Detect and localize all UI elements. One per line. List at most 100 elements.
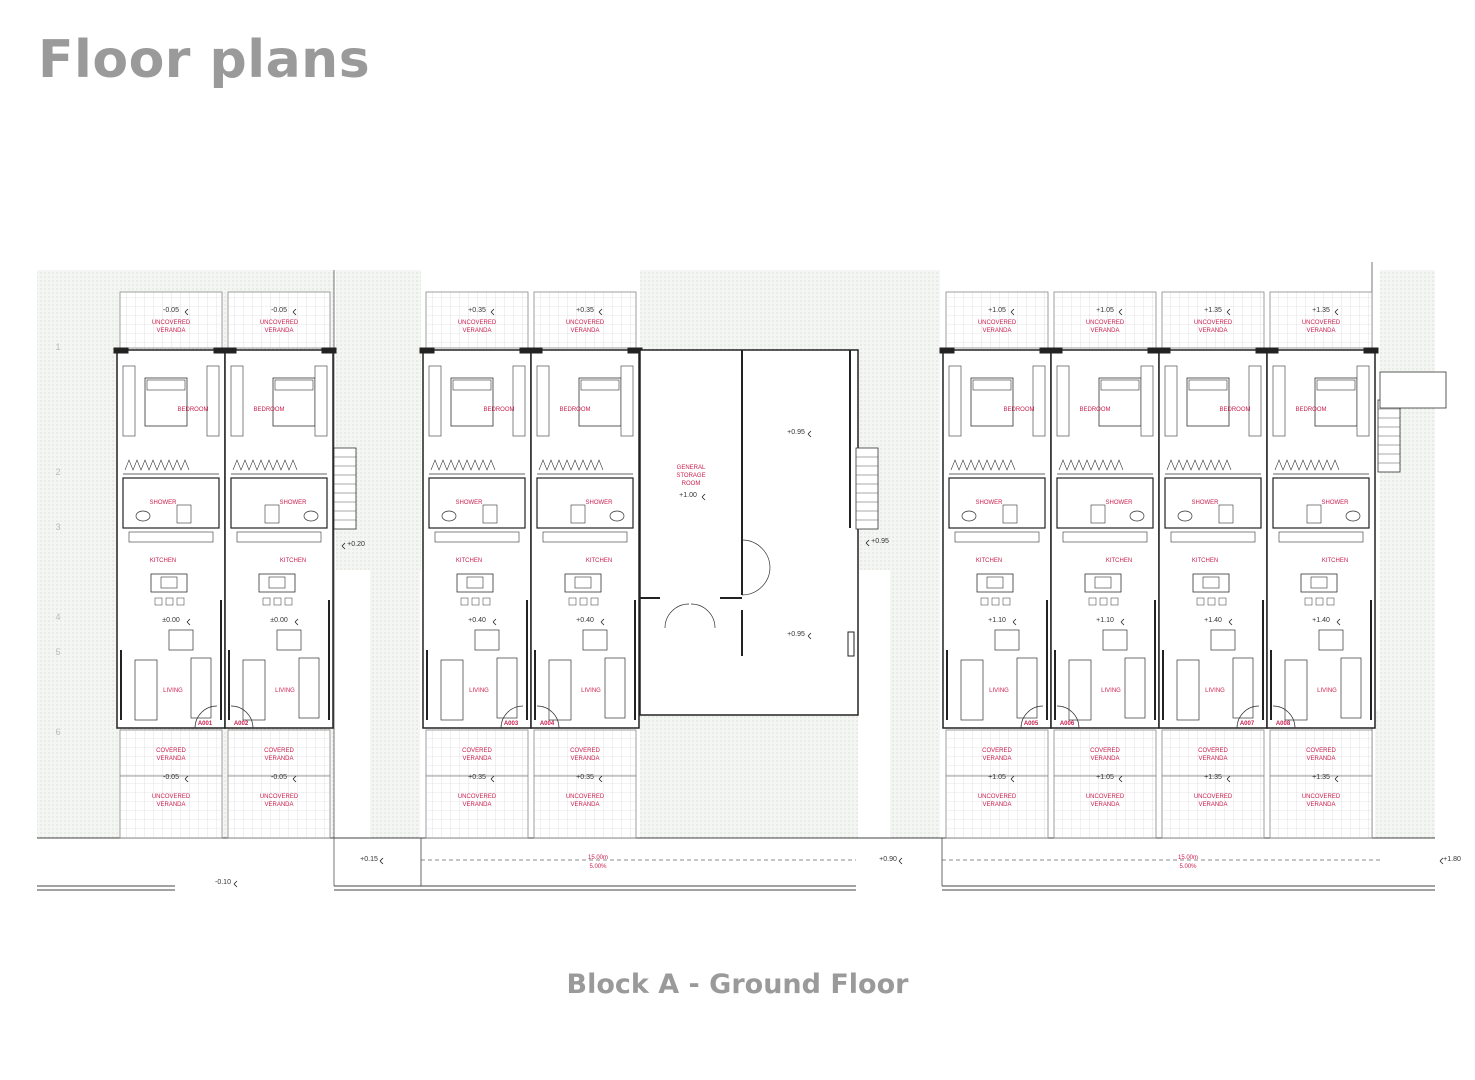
dining-table-icon — [276, 629, 302, 651]
shower-room — [122, 477, 220, 529]
toilet-icon — [609, 510, 625, 522]
sink-icon — [160, 576, 178, 589]
sink-icon — [482, 504, 498, 524]
room-label: LIVING — [469, 688, 489, 694]
wardrobe-icon — [314, 365, 328, 437]
stool-icon — [1110, 597, 1119, 606]
ramp-length: 15.00m — [1178, 855, 1198, 861]
dining-table-icon — [582, 629, 608, 651]
room-label: BEDROOM — [1295, 407, 1326, 413]
room-label: VERANDA — [264, 802, 293, 808]
veranda-level: +1.05 — [1096, 307, 1114, 314]
axis-number: 1 — [55, 342, 60, 352]
room-label: VERANDA — [462, 756, 491, 762]
wardrobe-icon — [948, 365, 962, 437]
stool-icon — [1002, 597, 1011, 606]
room-label: COVERED — [1306, 748, 1336, 754]
landscape-area-right-low — [1375, 710, 1435, 838]
uncovered-veranda-rear — [1161, 291, 1265, 349]
dining-table-icon — [474, 629, 500, 651]
room-label: UNCOVERED — [1194, 794, 1233, 800]
unit-number: A008 — [1276, 721, 1291, 727]
veranda-level: +1.05 — [1096, 774, 1114, 781]
veranda-level: +1.05 — [988, 774, 1006, 781]
uncovered-veranda-front — [533, 775, 637, 839]
sofa-icon — [960, 659, 984, 721]
veranda-level: +1.35 — [1312, 774, 1330, 781]
room-label: VERANDA — [982, 756, 1011, 762]
closet-icon — [1274, 459, 1340, 471]
floor-level: +1.40 — [1312, 617, 1330, 624]
veranda-level: +0.35 — [576, 774, 594, 781]
unit-number: A005 — [1024, 721, 1039, 727]
level-marker-icon — [598, 775, 603, 783]
sink-icon — [1218, 504, 1234, 524]
room-label: SHOWER — [1192, 500, 1220, 506]
page-title: Floor plans — [38, 30, 371, 90]
room-label: KITCHEN — [976, 558, 1002, 564]
sofa-icon — [548, 659, 572, 721]
uncovered-veranda-rear — [119, 291, 223, 349]
level-marker-icon — [1226, 775, 1231, 783]
wardrobe-icon — [536, 365, 550, 437]
veranda-level: +0.35 — [468, 774, 486, 781]
door-swing-icon — [500, 705, 524, 729]
sink-icon — [1202, 576, 1220, 589]
door-swing-icon — [1020, 705, 1044, 729]
sofa-icon — [242, 659, 266, 721]
level-marker-icon — [1010, 308, 1015, 316]
room-label: UNCOVERED — [1302, 320, 1341, 326]
stool-icon — [1196, 597, 1205, 606]
room-label: SHOWER — [586, 500, 614, 506]
room-label: BEDROOM — [483, 407, 514, 413]
level-marker-icon — [184, 308, 189, 316]
room-label: BEDROOM — [1079, 407, 1110, 413]
room-label: VERANDA — [462, 802, 491, 808]
dining-table-icon — [1102, 629, 1128, 651]
room-label: VERANDA — [156, 756, 185, 762]
wardrobe-icon — [122, 365, 136, 437]
stool-icon — [262, 597, 271, 606]
level-marker-icon — [292, 308, 297, 316]
level-marker-icon — [1012, 618, 1017, 626]
wardrobe-icon — [1356, 365, 1370, 437]
unit-number: A007 — [1240, 721, 1255, 727]
level-marker-icon — [490, 775, 495, 783]
sink-icon — [176, 504, 192, 524]
toilet-icon — [441, 510, 457, 522]
kitchen-counter — [1062, 531, 1148, 543]
room-label: UNCOVERED — [260, 794, 299, 800]
sofa-icon — [1284, 659, 1308, 721]
apartment-unit: BEDROOMSHOWERKITCHENLIVING+0.35UNCOVERED… — [419, 291, 535, 839]
axis-number: 6 — [55, 727, 60, 737]
room-label: VERANDA — [1090, 802, 1119, 808]
level-marker-icon — [490, 308, 495, 316]
uncovered-veranda-rear — [1269, 291, 1373, 349]
stool-icon — [1207, 597, 1216, 606]
stool-icon — [590, 597, 599, 606]
covered-veranda — [533, 729, 637, 777]
room-label: BEDROOM — [1219, 407, 1250, 413]
level-marker-icon — [492, 618, 497, 626]
veranda-level: +1.35 — [1204, 774, 1222, 781]
staircase — [855, 447, 879, 530]
level-marker-icon — [292, 775, 297, 783]
floor-level: ±0.00 — [162, 617, 180, 624]
landscape-area-storage-front — [640, 715, 858, 838]
covered-veranda — [1053, 729, 1157, 777]
room-label: COVERED — [264, 748, 294, 754]
level-marker-icon — [701, 493, 706, 501]
room-label: VERANDA — [570, 328, 599, 334]
wardrobe-icon — [1032, 365, 1046, 437]
veranda-level: -0.05 — [163, 307, 179, 314]
kitchen-counter — [954, 531, 1040, 543]
stool-icon — [579, 597, 588, 606]
kitchen-counter — [1278, 531, 1364, 543]
level-marker-icon — [1226, 308, 1231, 316]
veranda-level: +0.35 — [576, 307, 594, 314]
kitchen-counter — [1170, 531, 1256, 543]
sink-icon — [1094, 576, 1112, 589]
covered-veranda — [945, 729, 1049, 777]
